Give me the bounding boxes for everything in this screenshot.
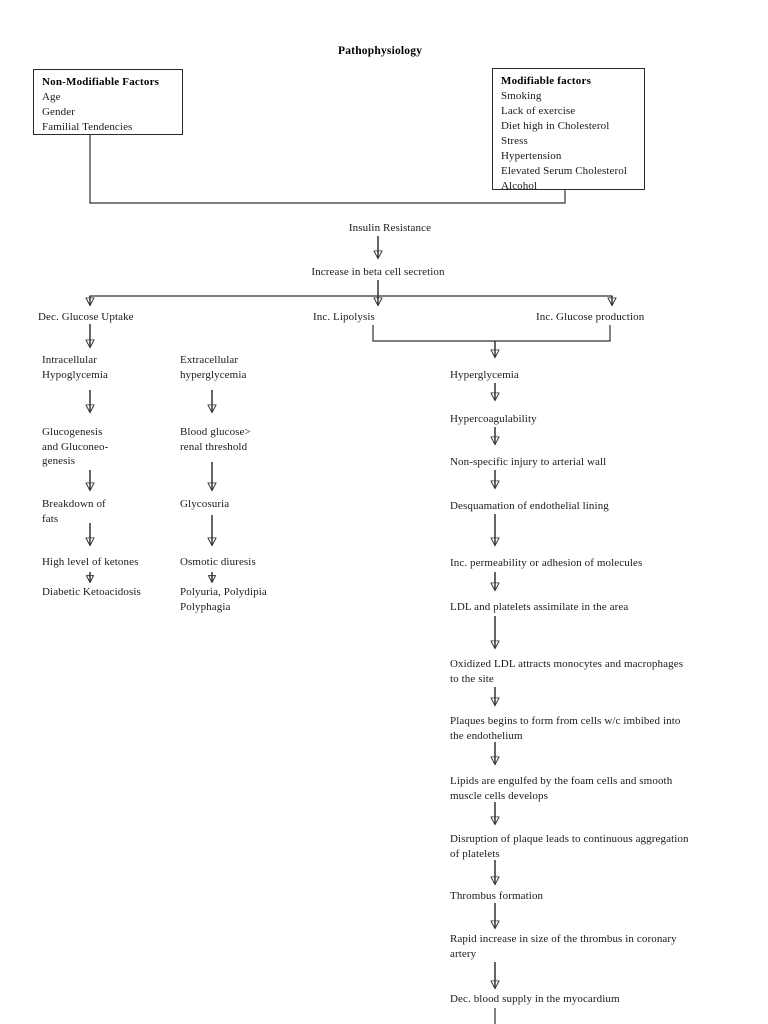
node-desquamation: Desquamation of endothelial lining [450, 500, 609, 512]
node-beta-cell-secretion: Increase in beta cell secretion [311, 266, 445, 278]
node-thrombus-formation: Thrombus formation [450, 890, 544, 902]
node-insulin-resistance: Insulin Resistance [348, 222, 432, 234]
modifiable-item-1: Lack of exercise [501, 105, 576, 117]
page-title: Pathophysiology [338, 45, 423, 57]
node-dec-glucose-uptake: Dec. Glucose Uptake [38, 311, 134, 323]
non-modifiable-item-2: Familial Tendencies [42, 121, 133, 133]
node-dec-blood-supply: Dec. blood supply in the myocardium [450, 993, 620, 1005]
node-high-level-ketones: High level of ketones [42, 556, 139, 568]
node-hypercoagulability: Hypercoagulability [450, 413, 537, 425]
modifiable-item-6: Alcohol [501, 180, 538, 192]
non-modifiable-item-1: Gender [42, 106, 75, 118]
node-ldl-platelets: LDL and platelets assimilate in the area [450, 601, 629, 613]
node-arterial-wall-injury: Non-specific injury to arterial wall [450, 456, 607, 468]
node-rapid-thrombus-increase: Rapid increase in size of the thrombus i… [450, 933, 677, 960]
node-breakdown-of-fats: Breakdown of fats [42, 498, 106, 525]
modifiable-item-2: Diet high in Cholesterol [501, 120, 610, 132]
non-modifiable-factors-box: Non-Modifiable Factors Age Gender Famili… [33, 69, 183, 135]
node-oxidized-ldl: Oxidized LDL attracts monocytes and macr… [450, 658, 684, 685]
modifiable-item-0: Smoking [501, 90, 542, 102]
node-blood-glucose-renal-threshold: Blood glucose> renal threshold [180, 426, 251, 453]
node-polyuria-polydipia-polyphagia: Polyuria, Polydipia Polyphagia [180, 586, 267, 613]
node-inc-glucose-production: Inc. Glucose production [536, 311, 645, 323]
node-lipids-engulfed: Lipids are engulfed by the foam cells an… [450, 775, 673, 802]
edge-lipolysis-glucose-to-hyperglycemia [372, 325, 611, 357]
node-hyperglycemia: Hyperglycemia [450, 369, 519, 381]
node-extracellular-hyperglycemia: Extracellular hyperglycemia [180, 354, 247, 381]
modifiable-item-4: Hypertension [501, 150, 562, 162]
node-plaque-disruption: Disruption of plaque leads to continuous… [450, 833, 689, 860]
modifiable-heading: Modifiable factors [501, 75, 592, 87]
modifiable-factors-box: Modifiable factors Smoking Lack of exerc… [492, 68, 645, 192]
edge-beta-split [89, 280, 612, 305]
node-glycosuria: Glycosuria [180, 498, 230, 510]
node-plaques-form: Plaques begins to form from cells w/c im… [450, 715, 681, 742]
node-inc-lipolysis: Inc. Lipolysis [313, 311, 375, 323]
node-glucogenesis: Glucogenesis and Gluconeo- genesis [42, 426, 109, 467]
modifiable-item-3: Stress [501, 135, 528, 147]
modifiable-item-5: Elevated Serum Cholesterol [501, 165, 628, 177]
node-inc-permeability: Inc. permeability or adhesion of molecul… [450, 557, 643, 569]
node-intracellular-hypoglycemia: Intracellular Hypoglycemia [42, 354, 108, 381]
non-modifiable-heading: Non-Modifiable Factors [42, 76, 160, 88]
node-osmotic-diuresis: Osmotic diuresis [180, 556, 256, 568]
node-diabetic-ketoacidosis: Diabetic Ketoacidosis [42, 586, 141, 598]
non-modifiable-item-0: Age [42, 91, 61, 103]
